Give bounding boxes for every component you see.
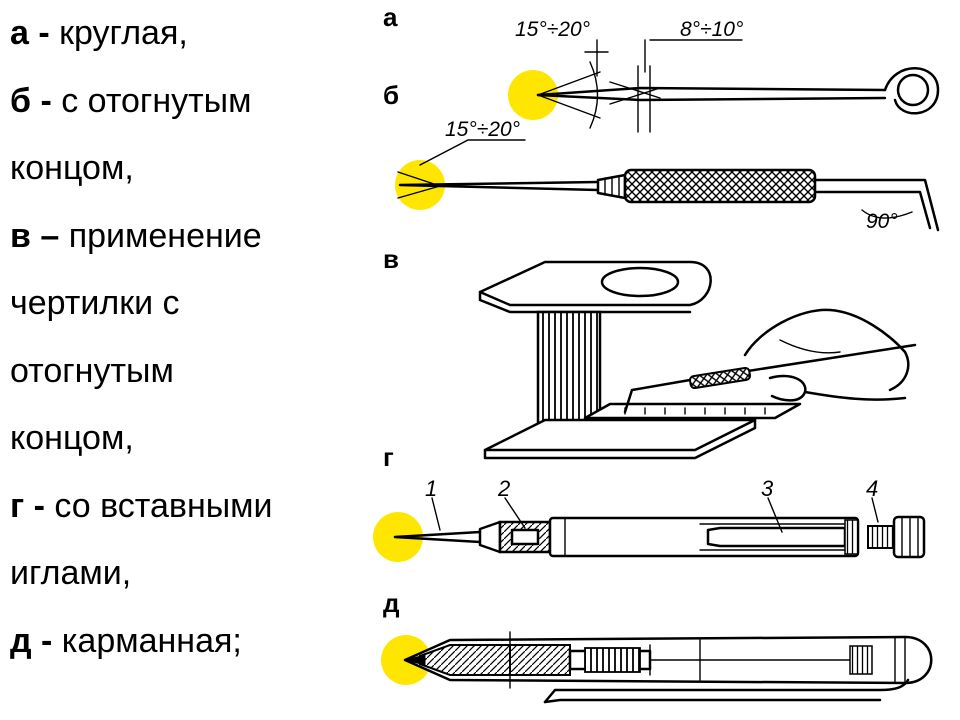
scriber-rod — [536, 86, 887, 97]
legend-text: иглами, — [10, 554, 132, 592]
figure-label-d: д — [383, 588, 400, 618]
base-plate — [483, 418, 757, 452]
figure-label-a: а — [383, 2, 398, 32]
legend-key: а - — [10, 14, 50, 52]
angle-leader — [584, 39, 609, 77]
angle-label: 15°÷20° — [515, 18, 590, 41]
angle-leader — [419, 139, 526, 166]
figure-label-v: в — [383, 244, 399, 274]
part-number: 3 — [761, 476, 774, 501]
part-number: 4 — [866, 476, 878, 501]
legend-text: отогнутым — [10, 351, 174, 390]
figure-v: в — [383, 244, 917, 460]
end-cap-lines — [894, 636, 906, 684]
scriber-ring — [883, 67, 940, 115]
legend-text: карманная; — [52, 621, 242, 660]
legend-line-b: б - с отогнутым — [10, 76, 355, 144]
legend-text: концом, — [10, 419, 134, 457]
figure-label-b: б — [383, 80, 399, 110]
hand-finger — [779, 339, 841, 354]
pocket-clip — [543, 698, 882, 704]
leader-line — [767, 497, 783, 533]
rear-thread — [849, 645, 873, 675]
thread — [844, 519, 859, 555]
part-number: 1 — [425, 476, 437, 501]
leader-line — [431, 497, 441, 531]
figure-label-g: г — [383, 442, 394, 472]
body-section — [509, 644, 571, 676]
part-number: 2 — [497, 476, 510, 501]
tip-highlight — [508, 70, 558, 120]
leader-line — [504, 497, 526, 529]
figure-a: а 15°÷20° 8°÷10° — [383, 2, 940, 133]
base-plate-edge — [483, 418, 757, 460]
legend-line-a: а - круглая, — [10, 8, 355, 76]
angle-line — [537, 71, 601, 119]
legend-text: концом, — [10, 149, 134, 187]
leader-line — [871, 497, 879, 523]
legend-text: применение — [59, 216, 262, 255]
hand-thumb — [768, 374, 807, 402]
figure-d: д — [381, 588, 933, 704]
angle-leader — [644, 39, 743, 73]
angle-label: 8°÷10° — [680, 18, 743, 41]
legend-text: со вставными — [44, 486, 273, 525]
legend-line-v-cont3: концом, — [10, 413, 355, 481]
legend-line-b-cont: концом, — [10, 143, 355, 211]
collet-grooves — [604, 175, 620, 198]
scriber-ring-inner — [896, 73, 930, 107]
legend-text: с отогнутым — [51, 81, 252, 120]
bent-rod — [813, 178, 940, 232]
angle-leader — [637, 65, 651, 133]
cap-thread — [867, 525, 895, 549]
insert-needle — [393, 530, 482, 544]
figure-b: б 15°÷20° 90° — [383, 80, 940, 233]
cap-grooves — [901, 516, 919, 558]
angle-arc — [589, 61, 599, 129]
end-cap — [892, 515, 926, 559]
scriber-needle — [398, 180, 600, 192]
figure-g: г 1 2 3 4 — [373, 442, 926, 562]
legend-line-v-cont2: отогнутым — [10, 346, 355, 414]
scriber-in-use — [623, 343, 917, 414]
spare-needle — [706, 526, 847, 548]
nose-cone — [478, 520, 502, 554]
scriber-rod — [536, 93, 887, 102]
hand-outline — [743, 308, 910, 392]
collet-insert — [510, 528, 540, 546]
ruler — [583, 402, 802, 420]
legend-text: круглая, — [49, 14, 188, 52]
angle-label: 15°÷20° — [445, 118, 520, 141]
hand-wrist — [803, 390, 907, 401]
legend-line-v-cont1: чертилки с — [10, 278, 355, 346]
angle-label: 90° — [866, 210, 898, 233]
legend-line-d: д - карманная; — [10, 616, 355, 684]
pocket-clip — [543, 678, 910, 704]
plate-hole — [600, 266, 680, 298]
legend-line-g-cont: иглами, — [10, 548, 355, 616]
legend-text: чертилки с — [10, 284, 180, 322]
legend: а - круглая, б - с отогнутым концом, в –… — [10, 8, 355, 683]
angle-arc — [861, 209, 913, 219]
legend-line-g: г - со вставными — [10, 481, 355, 549]
spring — [584, 647, 641, 673]
legend-key: г - — [10, 486, 45, 525]
knurled-handle — [623, 168, 817, 204]
legend-key: б - — [10, 81, 52, 120]
legend-key: д - — [10, 621, 53, 660]
legend-key: в – — [10, 216, 60, 255]
section-lines — [649, 639, 701, 681]
pocket-tip — [404, 654, 426, 666]
legend-line-v: в – применение — [10, 211, 355, 279]
knurled-handle — [689, 366, 751, 390]
angle-line — [609, 81, 661, 105]
angle-line — [397, 171, 441, 199]
